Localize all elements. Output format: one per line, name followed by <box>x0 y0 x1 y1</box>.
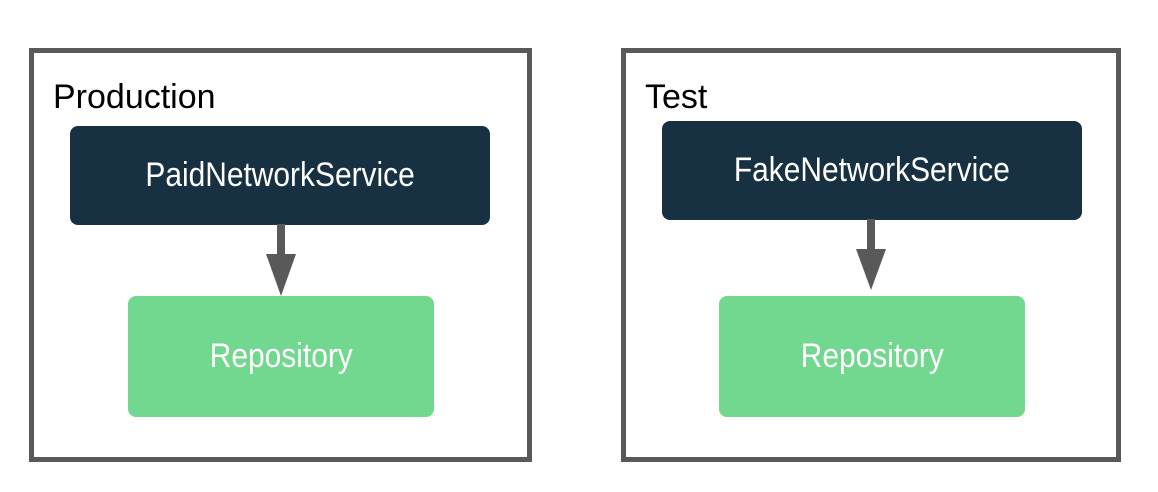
paid-network-service-label: PaidNetworkService <box>145 156 415 194</box>
test-repository-label: Repository <box>800 337 944 375</box>
fake-network-service-box: FakeNetworkService <box>662 121 1082 220</box>
test-repository-box: Repository <box>719 296 1025 417</box>
arrow-shaft <box>867 219 875 253</box>
production-repository-box: Repository <box>128 296 434 417</box>
test-arrow <box>856 219 886 290</box>
arrow-head <box>856 249 886 290</box>
production-label: Production <box>53 78 216 116</box>
production-arrow <box>266 224 296 296</box>
production-repository-label: Repository <box>209 337 353 375</box>
paid-network-service-box: PaidNetworkService <box>70 126 490 225</box>
arrow-shaft <box>277 224 285 258</box>
test-label: Test <box>645 78 708 116</box>
fake-network-service-label: FakeNetworkService <box>733 151 1011 189</box>
arrow-head <box>266 254 296 296</box>
